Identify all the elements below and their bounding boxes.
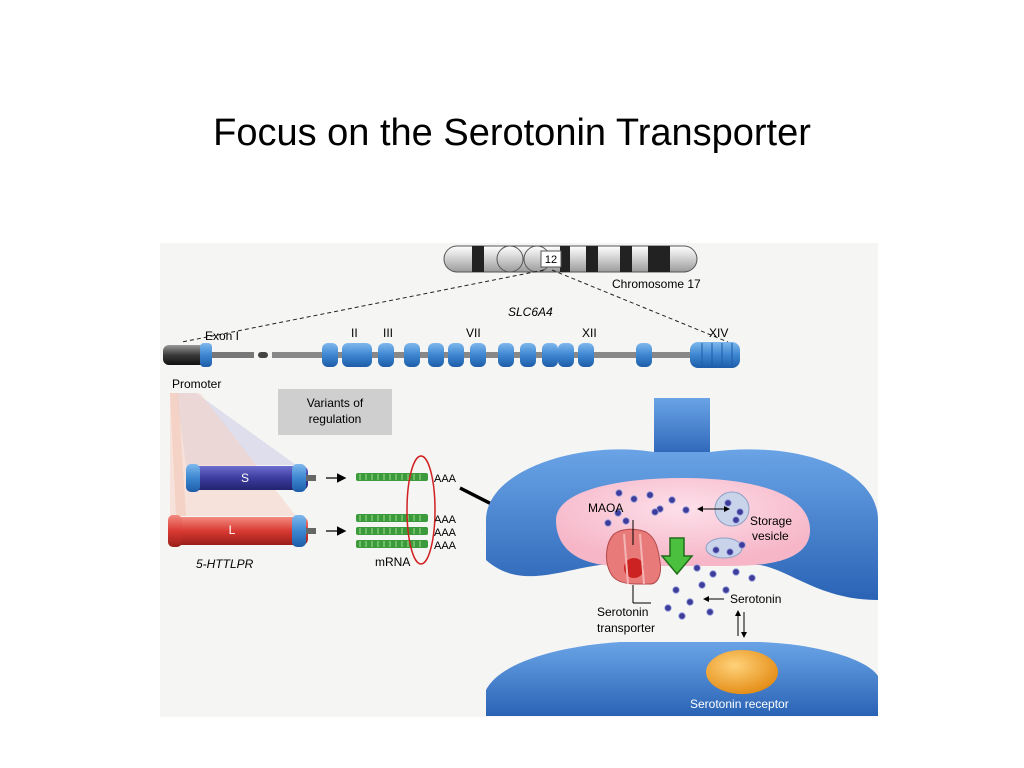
vesicle-exchange-arrow-head-left <box>697 506 703 512</box>
serotonin-dot <box>630 495 638 503</box>
storage-label-2: vesicle <box>752 529 789 543</box>
uptake-arrow <box>660 537 694 576</box>
serotonin-dot <box>726 548 734 556</box>
exon-block <box>342 343 372 367</box>
exon-block <box>542 343 558 367</box>
exon-block <box>404 343 420 367</box>
serotonin-pointer-head <box>703 596 709 602</box>
exon-block <box>448 343 464 367</box>
chromosome-ideogram <box>443 245 698 273</box>
mrna-tail-2: AAA <box>434 514 457 526</box>
serotonin-dot <box>672 586 680 594</box>
mrna-tail-1: AAA <box>434 473 457 485</box>
serotonin-dot <box>651 508 659 516</box>
serotonin-dot <box>732 568 740 576</box>
serotonin-dot <box>732 516 740 524</box>
exon-block <box>578 343 594 367</box>
mrna-tail-3: AAA <box>434 527 457 539</box>
serotonin-transporter-protein <box>606 528 661 585</box>
transporter-label-2: transporter <box>597 621 655 635</box>
serotonin-label: Serotonin <box>730 592 781 606</box>
mrna-strand <box>356 473 428 481</box>
exon-label-iii: III <box>383 326 393 340</box>
serotonin-dot <box>709 570 717 578</box>
serotonin-dot <box>748 574 756 582</box>
serotonin-dot <box>668 496 676 504</box>
mrna-strand <box>356 540 428 548</box>
exon-blocks <box>322 343 652 367</box>
serotonin-dot <box>706 608 714 616</box>
serotonin-dot <box>604 519 612 527</box>
variants-line2: regulation <box>309 412 362 426</box>
short-allele-cylinder <box>186 464 316 492</box>
serotonin-dot <box>614 509 622 517</box>
maoa-label: MAOA <box>588 501 623 515</box>
exon-block <box>378 343 394 367</box>
mrna-strand <box>356 527 428 535</box>
serotonin-dot <box>722 586 730 594</box>
chromosome-name: Chromosome 17 <box>612 277 701 291</box>
exon-label-vii: VII <box>466 326 481 340</box>
polymorphism-label: 5-HTTLPR <box>196 557 254 571</box>
serotonin-dot <box>693 564 701 572</box>
exon-block <box>428 343 444 367</box>
slide-title: Focus on the Serotonin Transporter <box>213 112 811 154</box>
exon-label-xii: XII <box>582 326 597 340</box>
exon-block <box>636 343 652 367</box>
serotonin-dot <box>736 508 744 516</box>
exon-label-ii: II <box>351 326 358 340</box>
mrna-tail-4: AAA <box>434 540 457 552</box>
serotonin-molecules <box>604 489 756 666</box>
promoter-label: Promoter <box>172 377 221 391</box>
long-allele-cylinder <box>168 515 316 547</box>
short-allele-label: S <box>241 471 249 485</box>
exon-block <box>558 343 574 367</box>
gene-name: SLC6A4 <box>508 305 553 319</box>
mrna-label: mRNA <box>375 555 410 569</box>
exon-label-i: Exon I <box>205 329 239 343</box>
serotonin-dot <box>682 506 690 514</box>
storage-vesicle-2 <box>705 537 743 559</box>
exon-block <box>498 343 514 367</box>
exon-label-xiv: XIV <box>709 326 728 340</box>
variants-box <box>278 389 392 435</box>
exon-block <box>470 343 486 367</box>
vesicle-exchange-arrow-head-right <box>724 506 730 512</box>
highlight-oval <box>406 455 436 565</box>
exon-block <box>520 343 536 367</box>
serotonin-dot <box>686 598 694 606</box>
serotonin-dot <box>622 517 630 525</box>
serotonin-dot <box>615 489 623 497</box>
serotonin-dot <box>738 541 746 549</box>
serotonin-dot <box>678 612 686 620</box>
exon-block <box>322 343 338 367</box>
mrna-strand <box>356 514 428 522</box>
postsynaptic-neuron <box>486 642 878 716</box>
chromosome-band-label: 12 <box>545 254 557 266</box>
zoom-line-right <box>551 269 729 343</box>
serotonin-dot <box>646 491 654 499</box>
long-allele-label: L <box>229 523 236 537</box>
serotonin-dot <box>664 604 672 612</box>
serotonin-dot <box>698 581 706 589</box>
storage-label-1: Storage <box>750 514 792 528</box>
variants-line1: Variants of <box>307 396 364 410</box>
zoom-line-left <box>181 269 545 343</box>
serotonin-dot <box>724 499 732 507</box>
receptor-label: Serotonin receptor <box>690 697 789 711</box>
serotonin-dot <box>712 546 720 554</box>
transporter-label-1: Serotonin <box>597 605 648 619</box>
